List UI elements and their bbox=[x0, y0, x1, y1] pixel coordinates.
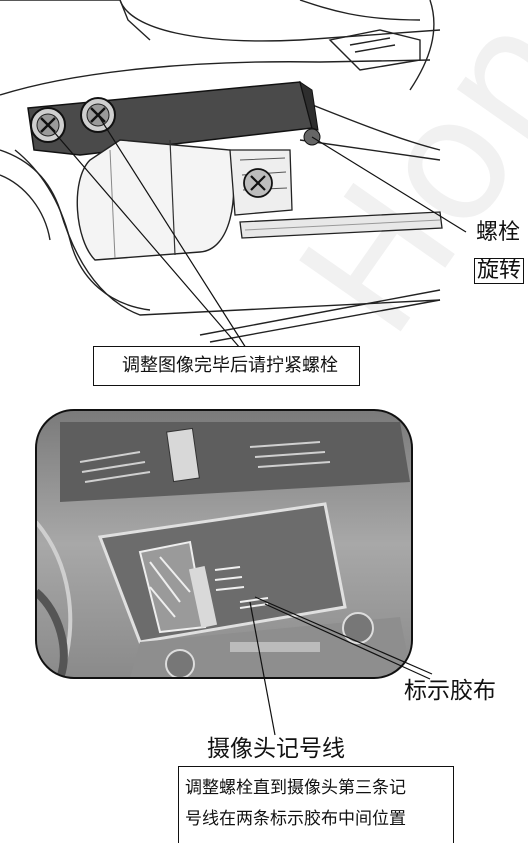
marker-tape-label: 标示胶布 bbox=[404, 678, 496, 704]
adjust-note-line-1: 调整螺栓直到摄像头第三条记 bbox=[185, 778, 406, 798]
bolt-label: 螺栓 bbox=[476, 220, 521, 245]
adjust-note-line-2: 号线在两条标示胶布中间位置 bbox=[185, 809, 406, 829]
camera-line-label: 摄像头记号线 bbox=[207, 736, 345, 762]
camera-bracket-illustration: Hon bbox=[0, 0, 528, 369]
rotate-label: 旋转 bbox=[474, 258, 525, 284]
tighten-bolts-note: 调整图像完毕后请拧紧螺栓 bbox=[93, 346, 360, 386]
adjust-bolt-note: 调整螺栓直到摄像头第三条记 号线在两条标示胶布中间位置 bbox=[178, 766, 454, 843]
dashboard-screen-photo bbox=[35, 409, 433, 736]
bolt-inner-icon bbox=[243, 168, 273, 198]
watermark: Hon bbox=[263, 0, 528, 369]
